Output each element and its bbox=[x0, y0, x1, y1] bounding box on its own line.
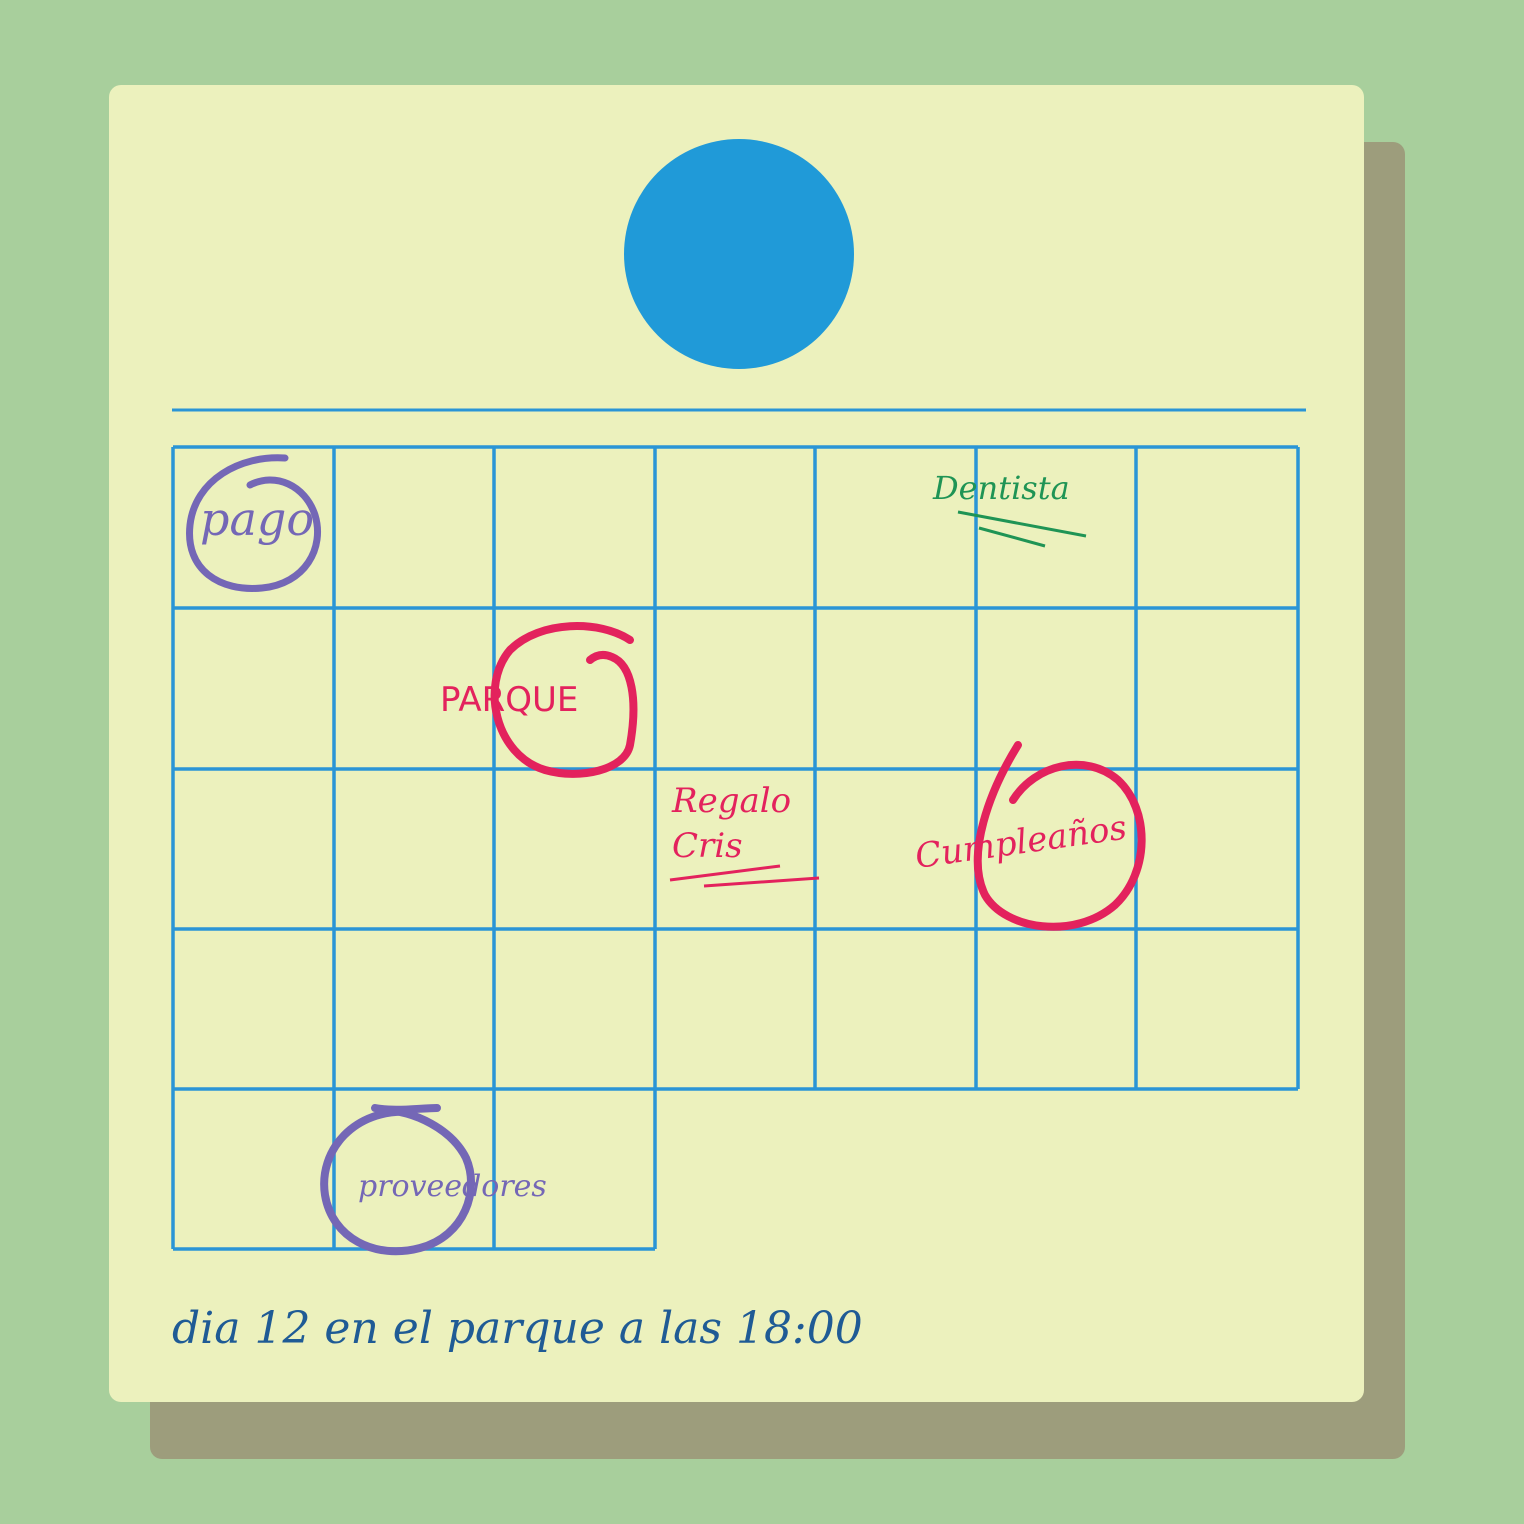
note-parque: PARQUE bbox=[440, 622, 638, 778]
dentista-underline-1 bbox=[957, 510, 1087, 538]
parque-label: PARQUE bbox=[440, 680, 578, 720]
regalo-underline-1 bbox=[669, 864, 781, 882]
dentista-label: Dentista bbox=[932, 469, 1070, 507]
pago-circle bbox=[186, 454, 322, 592]
parque-circle bbox=[490, 622, 638, 778]
pago-label: pago bbox=[200, 492, 314, 546]
proveedores-label: proveedores bbox=[358, 1169, 547, 1204]
pin-icon bbox=[624, 139, 854, 369]
note-proveedores: proveedores bbox=[320, 1104, 547, 1256]
note-regalo-cris: Regalo Cris bbox=[669, 781, 820, 888]
regalo-label-line2: Cris bbox=[672, 826, 743, 866]
regalo-label-line1: Regalo bbox=[671, 781, 791, 821]
proveedores-circle bbox=[320, 1104, 476, 1256]
calendar-grid bbox=[171, 445, 1300, 1251]
regalo-underline-2 bbox=[703, 876, 820, 888]
dentista-underline-2 bbox=[978, 526, 1046, 548]
note-pago: pago bbox=[186, 454, 322, 592]
cumpleanos-circle bbox=[973, 741, 1146, 931]
footer-note: dia 12 en el parque a las 18:00 bbox=[172, 1303, 863, 1354]
calendar-paper bbox=[109, 85, 1364, 1402]
note-dentista: Dentista bbox=[932, 469, 1087, 548]
